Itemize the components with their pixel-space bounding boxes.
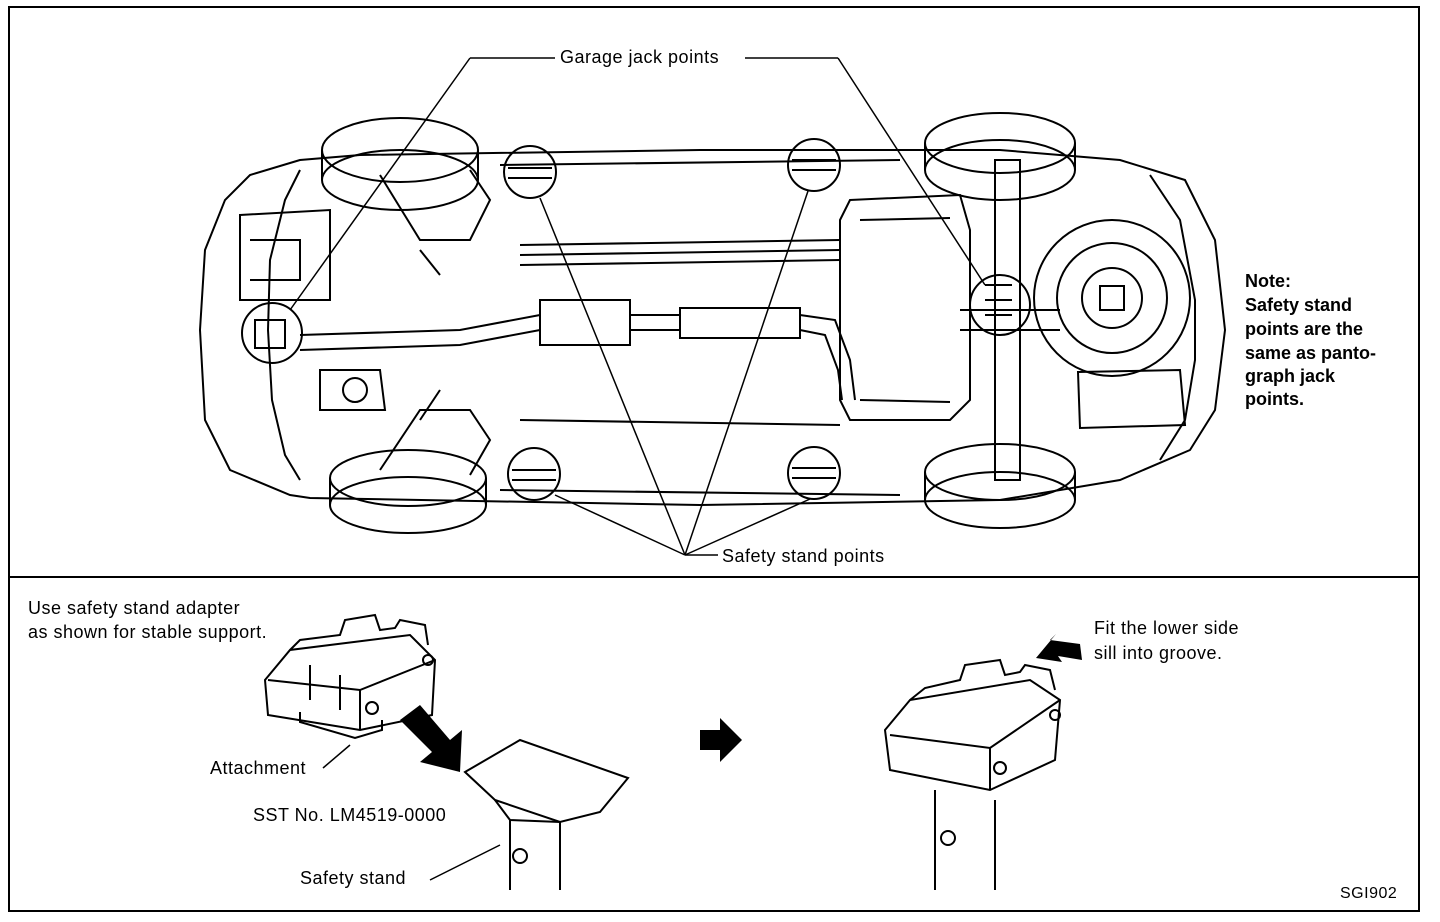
rear-left-wheel	[924, 112, 1076, 201]
note-line: same as panto-	[1245, 343, 1377, 363]
safety-stand-label: Safety stand	[300, 868, 407, 888]
fuel-tank	[839, 193, 971, 421]
arrow-down-right-icon	[400, 705, 462, 772]
note-heading: Note:	[1245, 271, 1291, 291]
safety-stand-point-front-left	[503, 145, 557, 199]
front-suspension	[239, 169, 541, 476]
garage-jack-points-label: Garage jack points	[560, 47, 720, 67]
instruction-right-line: sill into groove.	[1094, 643, 1223, 663]
garage-jack-leader-lines	[289, 57, 986, 311]
panel-divider	[8, 576, 1420, 578]
note-line: points are the	[1245, 319, 1364, 339]
sst-number-label: SST No. LM4519-0000	[253, 805, 447, 825]
safety-stand-point-rear-left	[787, 138, 841, 192]
arrow-right-icon	[700, 718, 742, 762]
rear-right-wheel	[924, 443, 1076, 529]
stand-adapter-assembled	[883, 658, 1062, 890]
diagram-frame	[8, 6, 1420, 912]
safety-stand-point-front-right	[507, 447, 561, 501]
instruction-right-line: Fit the lower side	[1094, 618, 1240, 638]
spare-tire	[1033, 219, 1191, 377]
stand-adapter-left	[263, 613, 437, 769]
arrow-left-icon	[1036, 634, 1082, 662]
safety-stand-points-label: Safety stand points	[722, 546, 885, 566]
note-line: graph jack	[1245, 366, 1336, 386]
garage-jack-point-front	[241, 302, 303, 364]
note-line: Safety stand	[1245, 295, 1353, 315]
safety-stand-leader-lines	[539, 190, 811, 556]
rear-axle	[960, 159, 1060, 481]
instruction-left-line: as shown for stable support.	[28, 622, 268, 642]
safety-stand-left	[429, 738, 630, 890]
instruction-left-line: Use safety stand adapter	[28, 598, 241, 618]
front-right-wheel	[329, 449, 487, 534]
front-left-wheel	[321, 117, 479, 211]
note-line: points.	[1245, 389, 1304, 409]
garage-jack-point-rear	[969, 274, 1031, 336]
figure-code: SGI902	[1340, 885, 1398, 902]
attachment-label: Attachment	[210, 758, 307, 778]
rear-muffler	[1076, 368, 1187, 430]
safety-stand-point-rear-right	[787, 446, 841, 500]
